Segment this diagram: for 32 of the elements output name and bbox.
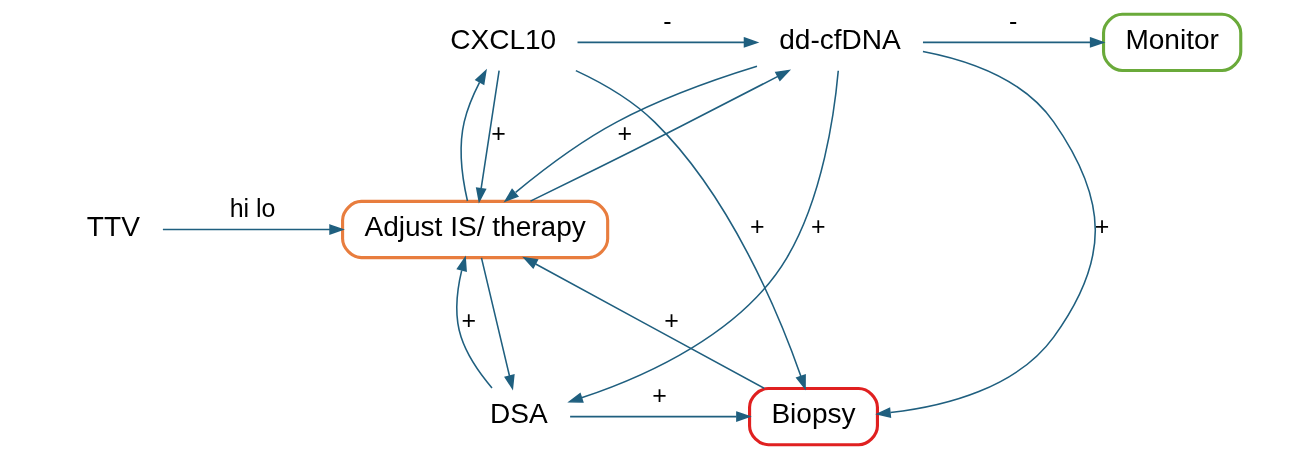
node-box: Biopsy — [748, 387, 879, 447]
arrow — [567, 70, 840, 403]
edge-label: - — [1008, 6, 1018, 35]
arrow — [569, 411, 752, 423]
edge-label: + — [617, 118, 633, 147]
node-text: TTV — [86, 211, 140, 243]
edge-label: + — [461, 305, 477, 334]
arrow — [162, 224, 345, 235]
arrow — [922, 36, 1106, 48]
arrow — [575, 69, 806, 391]
node-box: Adjust IS/ therapy — [341, 199, 610, 260]
edge-label: + — [810, 212, 826, 241]
arrow — [529, 69, 792, 202]
node-box: Monitor — [1102, 12, 1243, 72]
arrow — [460, 68, 487, 202]
edge-label: + — [491, 118, 506, 147]
arrow — [456, 255, 493, 389]
node-text: dd-cfDNA — [779, 24, 901, 56]
arrow — [576, 36, 760, 48]
edge-label: + — [664, 305, 679, 334]
arrow — [875, 50, 1097, 418]
arrow — [503, 65, 758, 203]
edge-label: + — [750, 212, 765, 241]
edge-label: + — [1094, 212, 1110, 241]
arrow — [475, 69, 500, 204]
node-text: DSA — [489, 398, 548, 430]
arrow — [522, 256, 765, 390]
edge-label: - — [663, 6, 672, 35]
node-text: CXCL10 — [450, 24, 557, 56]
edge-label: + — [652, 380, 667, 409]
edge-label: hi lo — [229, 193, 276, 222]
arrow — [480, 257, 515, 391]
